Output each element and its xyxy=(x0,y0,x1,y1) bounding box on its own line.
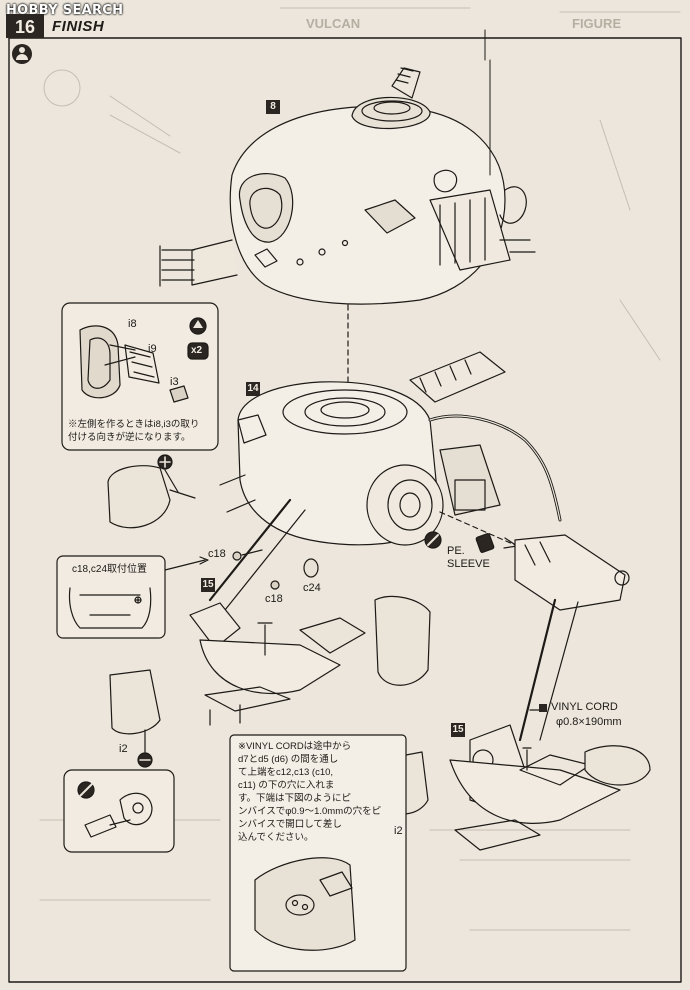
label-vinyl-cord: VINYL CORD xyxy=(551,701,618,713)
label-i2-right: i2 xyxy=(394,825,403,837)
label-sleeve: SLEEVE xyxy=(447,558,490,570)
upper-body-dome xyxy=(159,29,536,305)
vinyl-cord-note: ※VINYL CORDは途中から d7とd5 (d6) の間を通し て上端をc1… xyxy=(238,741,382,843)
label-pe: PE. xyxy=(447,545,465,557)
part-number-left-leg: 15 xyxy=(201,578,215,592)
label-c18-lower: c18 xyxy=(265,593,283,605)
part-number-upper-body: 8 xyxy=(266,100,280,114)
label-i3: i3 xyxy=(170,376,179,388)
mount-inset-title: c18,c24取付位置 xyxy=(72,564,148,575)
lower-body-hull xyxy=(219,351,562,546)
part-number-right-leg: 15 xyxy=(451,723,465,737)
hatch-note: ※左側を作るときはi8,i3の取り 付ける向きが逆になります。 xyxy=(68,419,200,443)
label-i8: i8 xyxy=(128,318,137,330)
faint-header-mid: VULCAN xyxy=(306,16,361,31)
label-i9: i9 xyxy=(148,343,157,355)
label-multiplier: x2 xyxy=(191,345,203,356)
step-title: FINISH xyxy=(52,18,105,35)
vinyl-cord-bullet xyxy=(539,704,547,712)
faint-header-right: FIGURE xyxy=(572,16,622,31)
inset-mount-frame xyxy=(56,555,166,639)
label-i2-left: i2 xyxy=(119,743,128,755)
part-number-lower-body: 14 xyxy=(246,382,260,396)
inset-eyelet-frame xyxy=(63,769,175,853)
step-number-tab: 16 xyxy=(6,14,44,38)
figure-icon xyxy=(12,44,32,64)
label-c24: c24 xyxy=(303,582,321,594)
page-frame xyxy=(8,37,682,983)
label-c18-upper: c18 xyxy=(208,548,226,560)
label-vinyl-cord-spec: φ0.8×190mm xyxy=(556,716,622,728)
